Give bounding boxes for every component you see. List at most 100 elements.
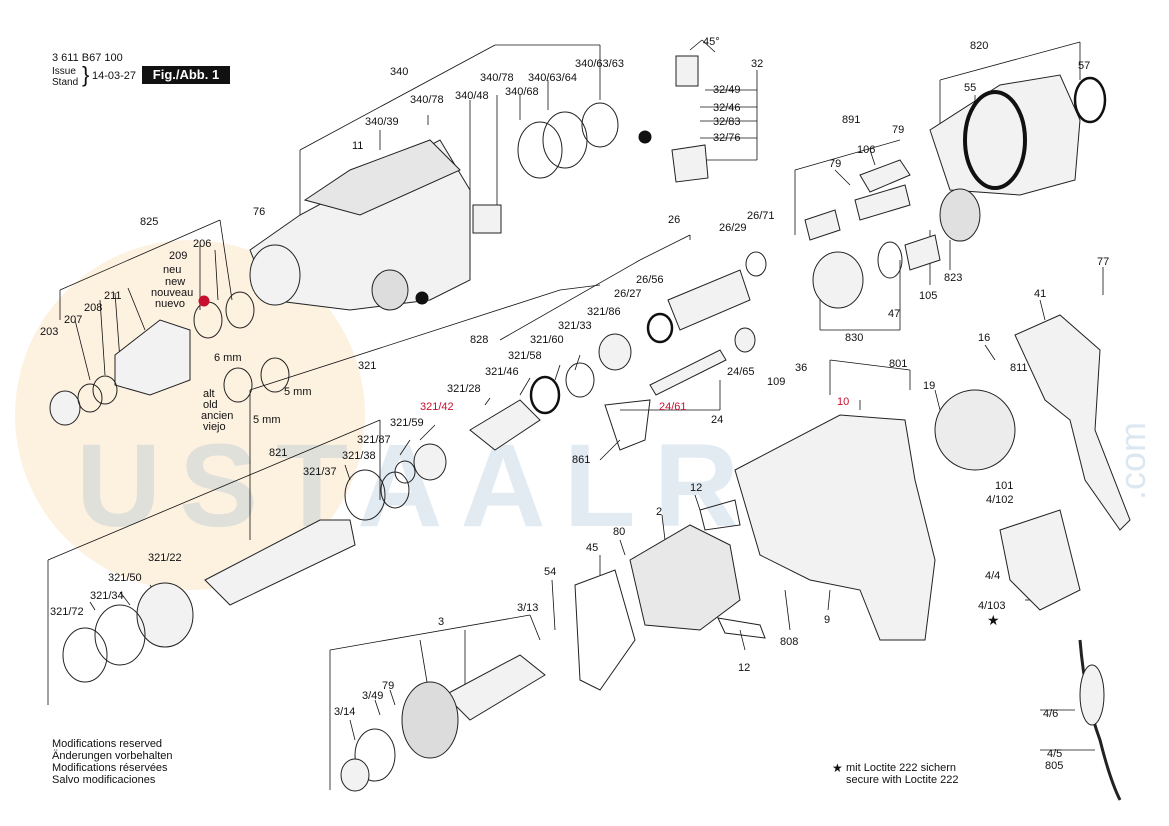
part-label-p11: 11 bbox=[352, 140, 364, 152]
footer-line: Modifications réservées bbox=[52, 762, 168, 774]
part-label-p340-39: 340/39 bbox=[365, 116, 399, 128]
part-label-p321-59: 321/59 bbox=[390, 417, 424, 429]
part-label-p4-6: 4/6 bbox=[1043, 708, 1059, 720]
footer-line: Modifications reserved bbox=[52, 738, 163, 750]
part-label-p820: 820 bbox=[970, 40, 989, 52]
part-label-p321-42: 321/42 bbox=[420, 401, 454, 413]
part-label-p32: 32 bbox=[751, 58, 764, 70]
part-label-p340: 340 bbox=[390, 66, 409, 78]
part-label-pnew: new bbox=[165, 276, 186, 288]
part-label-p45deg: 45° bbox=[703, 36, 720, 48]
remove-x-icon bbox=[638, 130, 652, 144]
figure-label: Fig./Abb. 1 bbox=[142, 66, 230, 84]
part-label-p26-71: 26/71 bbox=[747, 210, 775, 222]
part-label-pnouveau: nouveau bbox=[151, 287, 194, 299]
part-label-p32-83: 32/83 bbox=[713, 116, 741, 128]
part-label-p823: 823 bbox=[944, 272, 963, 284]
part-label-p26-29: 26/29 bbox=[719, 222, 747, 234]
part-label-p340-63_63: 340/63/63 bbox=[575, 58, 624, 70]
part-label-p861: 861 bbox=[572, 454, 591, 466]
part-label-p321: 321 bbox=[358, 360, 377, 372]
loctite-line: mit Loctite 222 sichern bbox=[846, 762, 957, 774]
part-label-p209: 209 bbox=[169, 250, 188, 262]
new-dot-icon bbox=[198, 295, 210, 307]
part-label-p321-86: 321/86 bbox=[587, 306, 621, 318]
part-label-p105: 105 bbox=[919, 290, 938, 302]
part-label-p321-22: 321/22 bbox=[148, 552, 182, 564]
part-label-p36: 36 bbox=[795, 362, 808, 374]
loctite-line: secure with Loctite 222 bbox=[846, 774, 959, 786]
issue-label: Issue bbox=[52, 66, 76, 77]
part-label-p106: 106 bbox=[857, 144, 876, 156]
part-label-p801: 801 bbox=[889, 358, 908, 370]
part-label-p79c: 79 bbox=[382, 680, 395, 692]
part-label-p47: 47 bbox=[888, 308, 901, 320]
part-label-p321-58: 321/58 bbox=[508, 350, 542, 362]
part-label-p32-76: 32/76 bbox=[713, 132, 741, 144]
issue-brace: } bbox=[82, 62, 90, 87]
part-label-p321-28: 321/28 bbox=[447, 383, 481, 395]
part-label-pold: old bbox=[203, 399, 218, 411]
part-label-p891: 891 bbox=[842, 114, 861, 126]
fastener-icons bbox=[198, 130, 652, 307]
issue-labels: Issue Stand bbox=[52, 66, 78, 88]
part-label-p321-87: 321/87 bbox=[357, 434, 391, 446]
part-label-p805: 805 bbox=[1045, 760, 1064, 772]
stand-label: Stand bbox=[52, 77, 79, 88]
part-label-p45: 45 bbox=[586, 542, 599, 554]
part-label-p321-60: 321/60 bbox=[530, 334, 564, 346]
part-label-pviejo: viejo bbox=[203, 421, 226, 433]
part-label-p321-72: 321/72 bbox=[50, 606, 84, 618]
part-label-p109: 109 bbox=[767, 376, 786, 388]
part-label-p26: 26 bbox=[668, 214, 681, 226]
part-label-p6mm: 6 mm bbox=[214, 352, 242, 364]
part-label-p2: 2 bbox=[656, 506, 663, 518]
footer-line: Änderungen vorbehalten bbox=[52, 750, 173, 762]
part-label-p26-56: 26/56 bbox=[636, 274, 664, 286]
part-label-p340-78a: 340/78 bbox=[410, 94, 444, 106]
part-label-p24: 24 bbox=[711, 414, 724, 426]
footer-line: Salvo modificaciones bbox=[52, 774, 156, 786]
part-label-p3: 3 bbox=[438, 616, 445, 628]
parts-outlines bbox=[49, 55, 1131, 801]
part-label-p80: 80 bbox=[613, 526, 626, 538]
part-label-p12b: 12 bbox=[738, 662, 751, 674]
modifications-note: Modifications reserved Änderungen vorbeh… bbox=[52, 738, 172, 786]
part-label-p55: 55 bbox=[964, 82, 977, 94]
part-label-pancien: ancien bbox=[201, 410, 234, 422]
part-label-p321-50: 321/50 bbox=[108, 572, 142, 584]
issue-date: 14-03-27 bbox=[92, 70, 137, 82]
part-label-p79b: 79 bbox=[829, 158, 842, 170]
remove-x-icon bbox=[415, 291, 429, 305]
part-label-p57: 57 bbox=[1078, 60, 1091, 72]
star-icon: ★ bbox=[832, 761, 843, 775]
part-label-p5mma: 5 mm bbox=[253, 414, 281, 426]
part-label-p3-14: 3/14 bbox=[334, 706, 356, 718]
part-label-p26-27: 26/27 bbox=[614, 288, 642, 300]
leader-lines bbox=[47, 39, 1104, 790]
part-label-p79a: 79 bbox=[892, 124, 905, 136]
part-label-p340-63_64: 340/63/64 bbox=[528, 72, 577, 84]
part-label-p24-65: 24/65 bbox=[727, 366, 755, 378]
part-label-p9: 9 bbox=[824, 614, 831, 626]
part-label-p321-33: 321/33 bbox=[558, 320, 592, 332]
part-label-p4-4: 4/4 bbox=[985, 570, 1001, 582]
part-label-p4-103: 4/103 bbox=[978, 600, 1006, 612]
part-label-p24-61: 24/61 bbox=[659, 401, 687, 413]
part-label-pnuevo: nuevo bbox=[155, 298, 185, 310]
part-label-p4-102: 4/102 bbox=[986, 494, 1014, 506]
part-label-p321-37: 321/37 bbox=[303, 466, 337, 478]
part-label-p340-68: 340/68 bbox=[505, 86, 539, 98]
part-label-palt: alt bbox=[203, 388, 215, 400]
part-label-p830: 830 bbox=[845, 332, 864, 344]
part-label-p208: 208 bbox=[84, 302, 103, 314]
part-label-p76: 76 bbox=[253, 206, 266, 218]
part-label-p203: 203 bbox=[40, 326, 59, 338]
part-label-p10: 10 bbox=[837, 396, 850, 408]
document-number: 3 611 B67 100 bbox=[52, 52, 123, 64]
part-label-p828: 828 bbox=[470, 334, 489, 346]
part-label-p77: 77 bbox=[1097, 256, 1110, 268]
part-label-p5mmb: 5 mm bbox=[284, 386, 312, 398]
part-label-p821: 821 bbox=[269, 447, 288, 459]
part-label-p321-46: 321/46 bbox=[485, 366, 519, 378]
